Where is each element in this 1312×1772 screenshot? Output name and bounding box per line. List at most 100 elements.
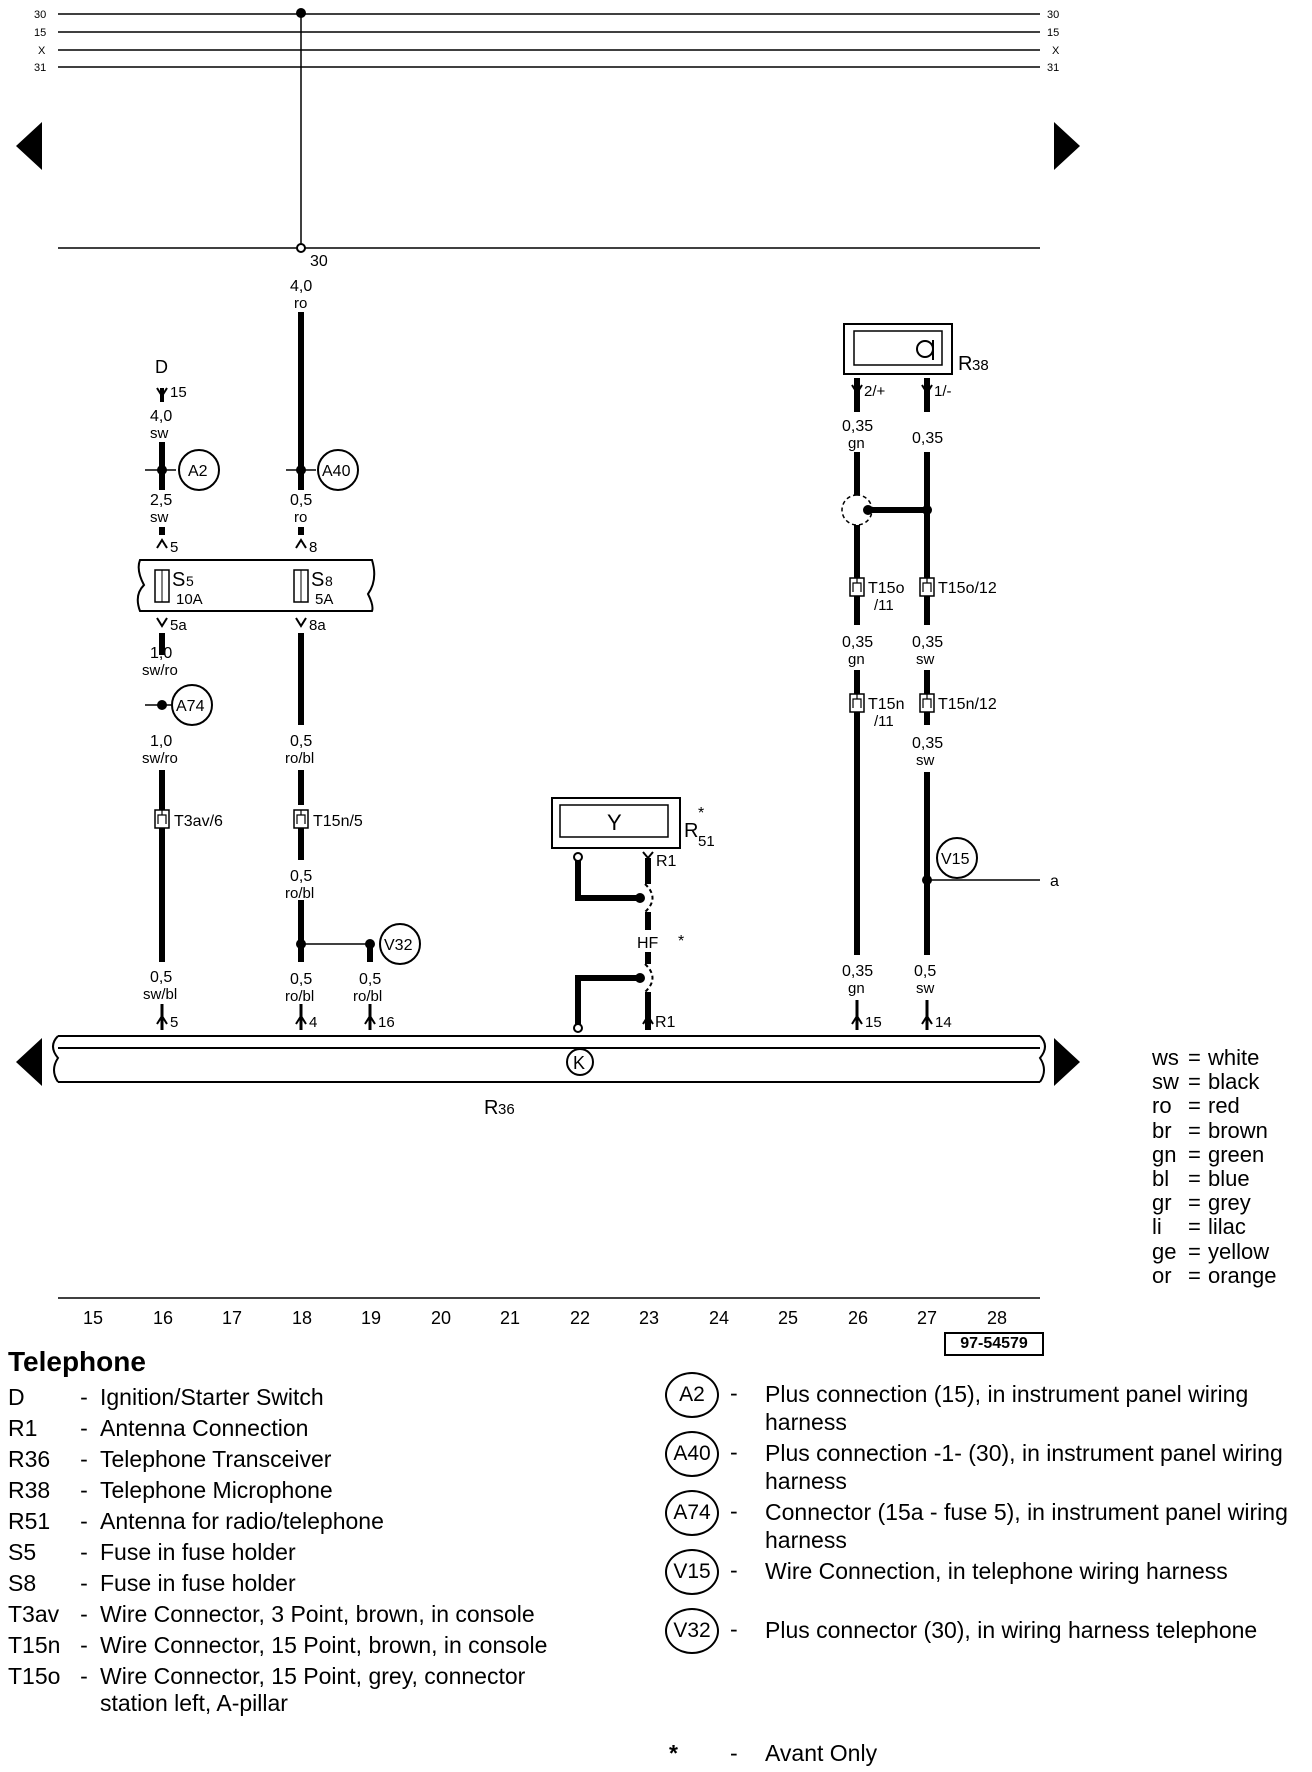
svg-text:51: 51 (698, 833, 715, 850)
svg-text:15: 15 (83, 1308, 103, 1328)
page-title: Telephone (8, 1346, 146, 1377)
asterisk-icon: * (669, 1740, 678, 1766)
svg-text:4,0: 4,0 (150, 408, 172, 425)
svg-text:gn: gn (848, 651, 865, 668)
connection-badge: A2 (665, 1372, 719, 1418)
svg-text:0,35: 0,35 (842, 634, 873, 651)
badge-a40: A40 (317, 449, 359, 491)
antenna-r51: Y (551, 797, 681, 849)
svg-text:gn: gn (848, 435, 865, 452)
svg-text:ro/bl: ro/bl (353, 988, 382, 1005)
legend-item: li=lilac (1152, 1214, 1246, 1240)
bus-labels-right: 30 15 X 31 (1047, 9, 1060, 74)
svg-text:23: 23 (639, 1308, 659, 1328)
svg-text:0,35: 0,35 (842, 963, 873, 980)
svg-text:1,0: 1,0 (150, 645, 172, 662)
svg-text:30: 30 (1047, 9, 1059, 21)
legend-item: ge=yellow (1152, 1238, 1270, 1264)
svg-text:28: 28 (987, 1308, 1007, 1328)
svg-text:16: 16 (153, 1308, 173, 1328)
svg-text:T3av/6: T3av/6 (174, 813, 223, 830)
arrow-right-icon[interactable] (1054, 1038, 1080, 1086)
list-item: R51-Antenna for radio/telephone (8, 1508, 384, 1534)
badge-a74: A74 (171, 684, 213, 726)
svg-text:HF: HF (637, 935, 659, 952)
svg-text:/11: /11 (874, 713, 894, 730)
badge-a2: A2 (178, 449, 220, 491)
wiring-diagram: 30 15 X 31 30 15 X 31 30 D 15 4,0 sw 2,5… (16, 8, 1080, 1328)
color-legend: ws=white sw=black ro=red br=brown gn=gre… (1152, 1045, 1277, 1288)
svg-text:R1: R1 (655, 1014, 676, 1031)
svg-text:ro: ro (294, 295, 307, 312)
svg-text:31: 31 (34, 62, 46, 74)
connection-badge: A74 (665, 1490, 719, 1536)
svg-text:gn: gn (848, 980, 865, 997)
svg-text:15: 15 (1047, 27, 1059, 39)
list-item: D-Ignition/Starter Switch (8, 1384, 324, 1410)
svg-text:0,5: 0,5 (914, 963, 936, 980)
svg-text:sw/bl: sw/bl (143, 986, 177, 1003)
svg-text:17: 17 (222, 1308, 242, 1328)
svg-text:0,35: 0,35 (842, 418, 873, 435)
legend-item: sw=black (1152, 1069, 1260, 1095)
svg-text:T15o: T15o (868, 580, 905, 597)
list-item: R36-Telephone Transceiver (8, 1446, 332, 1472)
microphone-r38 (843, 323, 953, 375)
svg-text:ro: ro (294, 509, 307, 526)
svg-text:T15o/12: T15o/12 (938, 580, 997, 597)
svg-text:*: * (678, 933, 684, 950)
svg-text:8a: 8a (309, 617, 326, 634)
svg-text:18: 18 (292, 1308, 312, 1328)
list-item: S5-Fuse in fuse holder (8, 1539, 296, 1565)
fuse-holder (136, 559, 376, 612)
legend-item: bl=blue (1152, 1166, 1250, 1192)
svg-text:/11: /11 (874, 597, 894, 614)
svg-text:0,5: 0,5 (290, 971, 312, 988)
arrow-right-icon[interactable] (1054, 122, 1080, 170)
list-item: T3av-Wire Connector, 3 Point, brown, in … (8, 1601, 535, 1627)
document-id: 97-54579 (944, 1332, 1044, 1356)
connection-badge: V15 (665, 1549, 719, 1595)
svg-text:0,5: 0,5 (290, 868, 312, 885)
svg-text:Y: Y (607, 810, 622, 835)
svg-text:T15n: T15n (868, 696, 904, 713)
svg-text:8: 8 (309, 539, 317, 556)
svg-text:15: 15 (170, 384, 187, 401)
svg-text:V32: V32 (384, 937, 413, 954)
column-numbers: 15 16 17 18 19 20 21 22 23 24 25 26 27 2… (83, 1308, 1007, 1328)
svg-text:8: 8 (325, 573, 333, 589)
svg-text:sw: sw (916, 651, 935, 668)
transceiver-r36: K (52, 1035, 1046, 1083)
svg-text:sw/ro: sw/ro (142, 750, 178, 767)
svg-text:2/+: 2/+ (864, 383, 886, 400)
svg-text:R1: R1 (656, 853, 677, 870)
svg-text:A40: A40 (322, 463, 351, 480)
legend-item: br=brown (1152, 1117, 1268, 1143)
arrow-left-icon[interactable] (16, 1038, 42, 1086)
svg-text:ro/bl: ro/bl (285, 988, 314, 1005)
svg-text:15: 15 (34, 27, 46, 39)
svg-text:1,0: 1,0 (150, 733, 172, 750)
junction-dot (296, 8, 306, 18)
badge-v15: V15 (936, 837, 978, 879)
list-item: R1-Antenna Connection (8, 1415, 309, 1441)
svg-text:10A: 10A (176, 591, 203, 608)
svg-text:36: 36 (498, 1101, 515, 1118)
connection-badge: A40 (665, 1431, 719, 1477)
list-item: R38-Telephone Microphone (8, 1477, 333, 1503)
svg-text:5: 5 (170, 1014, 178, 1031)
legend-item: or=orange (1152, 1262, 1277, 1288)
svg-text:T15n/5: T15n/5 (313, 813, 363, 830)
svg-text:D: D (155, 357, 168, 377)
bus-labels-left: 30 15 X 31 (34, 9, 46, 74)
svg-text:V15: V15 (941, 851, 970, 868)
svg-text:20: 20 (431, 1308, 451, 1328)
arrow-left-icon[interactable] (16, 122, 42, 170)
svg-text:X: X (1052, 45, 1060, 57)
svg-text:ro/bl: ro/bl (285, 885, 314, 902)
svg-text:1/-: 1/- (934, 383, 952, 400)
svg-text:A2: A2 (188, 463, 208, 480)
svg-text:K: K (573, 1053, 585, 1073)
svg-text:R: R (484, 1097, 498, 1119)
svg-text:a: a (1050, 873, 1059, 890)
